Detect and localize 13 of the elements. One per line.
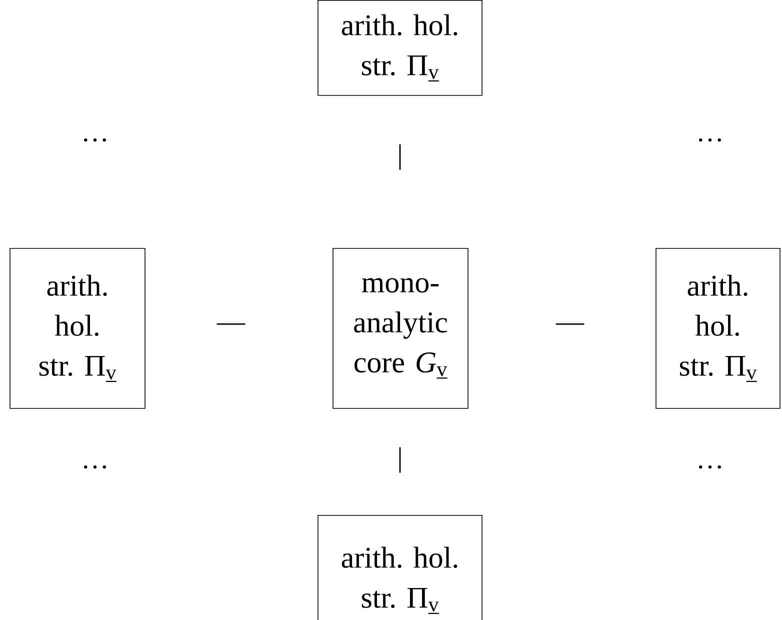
separator-glyph: —: [556, 323, 584, 325]
separator-glyph: —: [216, 323, 246, 325]
separator-glyph: |: [399, 144, 401, 170]
text-box: arith. hol. str. Π$_{v̲}$: [656, 248, 780, 409]
text-box: arith. hol. str. Π$_{v̲}$: [318, 0, 482, 96]
text-box: arith. hol. str. Π$_{v̲}$: [10, 248, 146, 409]
separator-glyph: …: [698, 465, 722, 469]
separator-glyph: …: [698, 138, 722, 142]
separator-glyph: |: [399, 447, 401, 473]
separator-glyph: …: [84, 138, 106, 142]
text-box: mono-analytic core G$_{v̲}$: [332, 248, 468, 409]
text-box: arith. hol. str. Π$_{v̲}$: [318, 515, 482, 620]
separator-glyph: …: [84, 465, 106, 469]
